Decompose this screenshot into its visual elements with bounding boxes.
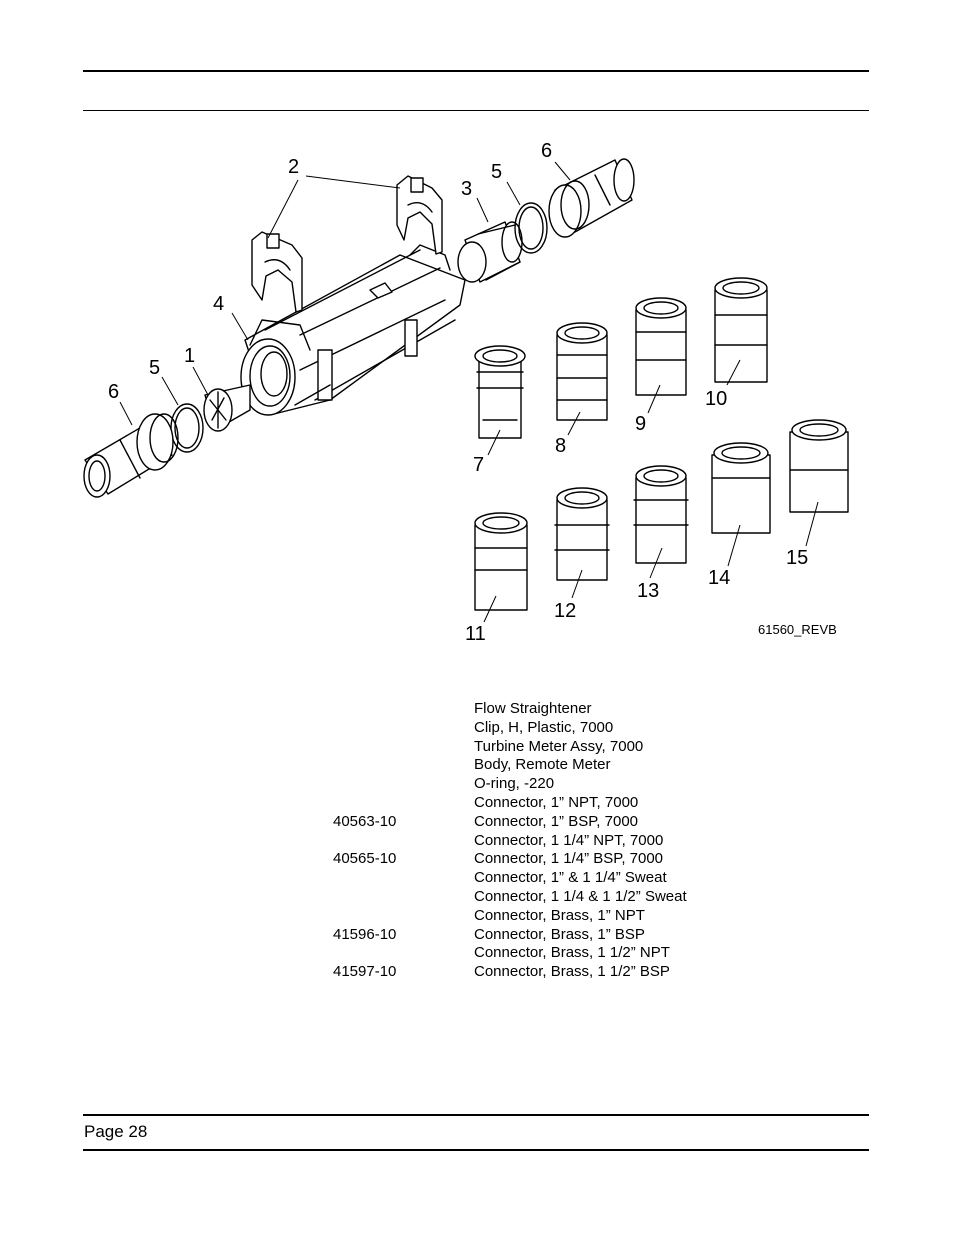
part-description: Connector, Brass, 1 1/2” NPT: [474, 944, 670, 962]
part-description: Clip, H, Plastic, 7000: [474, 718, 614, 736]
callout-6-left: 6: [108, 381, 119, 403]
footer-rule-top: [83, 1114, 869, 1116]
callout-14: 14: [708, 567, 730, 589]
part-description: Body, Remote Meter: [474, 756, 611, 774]
parts-row: Turbine Meter Assy, 7000: [0, 738, 954, 757]
callout-11: 11: [465, 623, 486, 645]
page-number: Page 28: [84, 1122, 148, 1141]
meter-body-drawing: [240, 244, 466, 416]
callout-5-left: 5: [149, 357, 160, 379]
callout-12: 12: [554, 600, 576, 622]
callout-2: 2: [288, 156, 299, 178]
part-description: Flow Straightener: [474, 700, 592, 717]
connector-drawings-grid: [474, 277, 849, 611]
callout-8: 8: [555, 435, 566, 457]
header-rule-bottom: [83, 110, 869, 111]
callout-5-right: 5: [491, 161, 502, 183]
parts-row: O-ring, -220: [0, 775, 954, 794]
parts-row: Connector, 1 1/4” NPT, 7000: [0, 832, 954, 851]
parts-row: 41596-10 Connector, Brass, 1” BSP: [0, 926, 954, 945]
callout-7: 7: [473, 454, 484, 476]
parts-row: Clip, H, Plastic, 7000: [0, 719, 954, 738]
parts-row: Body, Remote Meter: [0, 756, 954, 775]
o-ring-drawing-left: [170, 403, 204, 453]
parts-row: 40565-10 Connector, 1 1/4” BSP, 7000: [0, 850, 954, 869]
parts-row: Connector, 1” & 1 1/4” Sweat: [0, 869, 954, 888]
callout-3: 3: [461, 178, 472, 200]
figure-reference: 61560_REVB: [758, 622, 837, 637]
turbine-drawing: [457, 221, 523, 283]
callout-1: 1: [184, 345, 195, 367]
callout-13: 13: [637, 580, 659, 602]
part-description: Turbine Meter Assy, 7000: [474, 737, 644, 755]
part-description: Connector, 1” & 1 1/4” Sweat: [474, 869, 667, 887]
flow-straightener-drawing: [203, 384, 251, 432]
part-number: 41596-10: [333, 925, 397, 943]
parts-row: Connector, Brass, 1” NPT: [0, 907, 954, 926]
part-description: O-ring, -220: [474, 775, 555, 793]
callout-9: 9: [635, 413, 646, 435]
header-rule-top: [83, 70, 869, 72]
callout-4: 4: [213, 293, 224, 315]
part-description: Connector, Brass, 1 1/2” BSP: [474, 963, 670, 981]
part-description: Connector, Brass, 1” NPT: [474, 906, 645, 924]
parts-row: Connector, Brass, 1 1/2” NPT: [0, 944, 954, 963]
parts-row: Connector, 1 1/4 & 1 1/2” Sweat: [0, 888, 954, 907]
part-number: 40565-10: [333, 850, 397, 868]
part-description: Connector, 1” NPT, 7000: [474, 793, 639, 811]
part-number: 41597-10: [333, 963, 397, 981]
connector-drawing-right: [548, 158, 635, 238]
part-description: Connector, 1 1/4” BSP, 7000: [474, 850, 664, 868]
parts-row: 41597-10 Connector, Brass, 1 1/2” BSP: [0, 963, 954, 982]
part-description: Connector, 1” BSP, 7000: [474, 812, 639, 830]
part-description: Connector, Brass, 1” BSP: [474, 925, 645, 943]
callout-10: 10: [705, 388, 727, 410]
part-description: Connector, 1 1/4” NPT, 7000: [474, 831, 664, 849]
parts-row: Flow Straightener: [0, 700, 954, 719]
clip-drawing-left: [251, 231, 303, 313]
connector-drawing-left: [83, 413, 179, 498]
clip-drawing-right: [396, 175, 443, 255]
part-description: Connector, 1 1/4 & 1 1/2” Sweat: [474, 887, 687, 905]
parts-row: 40563-10 Connector, 1” BSP, 7000: [0, 813, 954, 832]
leader-lines: [119, 161, 819, 623]
part-number: 40563-10: [333, 812, 397, 830]
parts-row: Connector, 1” NPT, 7000: [0, 794, 954, 813]
callout-15: 15: [786, 547, 808, 569]
callout-6-right: 6: [541, 140, 552, 162]
o-ring-drawing-right: [514, 202, 548, 254]
exploded-parts-diagram: 2 3 5 6 4 1 5 6 7 8 9 10 11 12 13 14 15 …: [83, 140, 849, 645]
footer-rule-bottom: [83, 1149, 869, 1151]
